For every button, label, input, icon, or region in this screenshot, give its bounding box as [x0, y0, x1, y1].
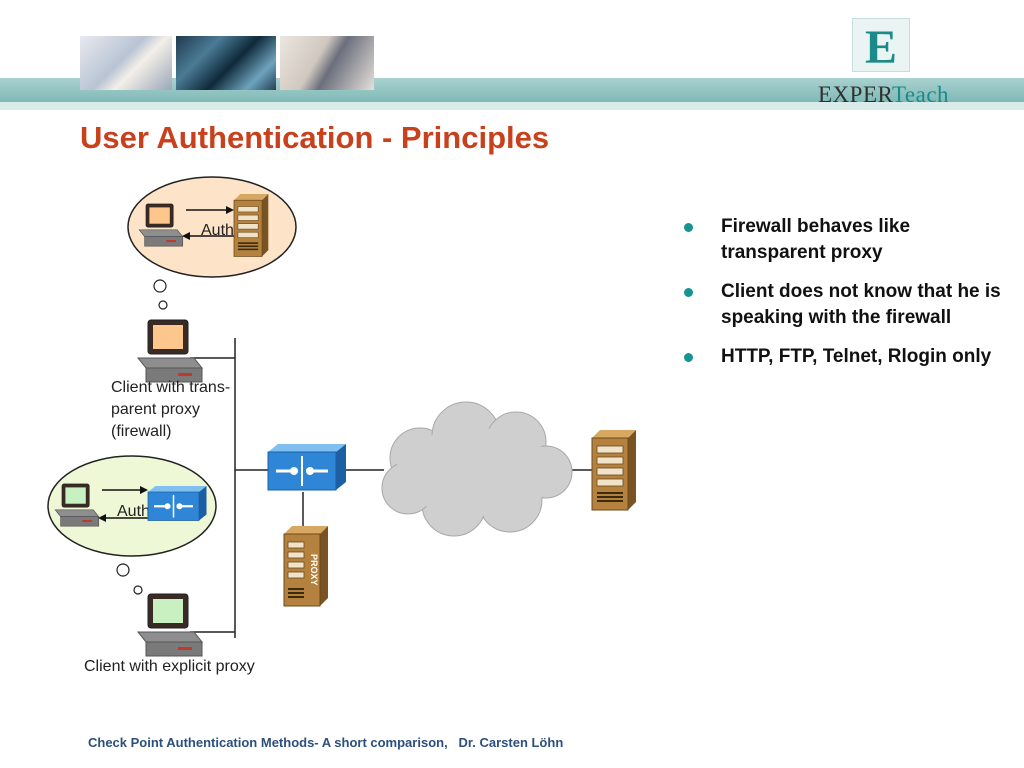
header-band-shadow	[0, 102, 1024, 110]
header-photo-team	[280, 36, 374, 90]
thought-dot-large	[153, 279, 167, 293]
thought-dot-large-2	[116, 563, 130, 577]
header-photo-hands	[80, 36, 172, 90]
web-server-icon	[591, 429, 637, 511]
arrow-auth-head-2	[98, 514, 106, 522]
bubble-pc-icon-2	[54, 483, 100, 527]
bullet-list: Firewall behaves like transparent proxy …	[684, 214, 1004, 383]
thought-bubble-explicit	[47, 455, 217, 557]
client-explicit-pc-icon	[137, 593, 203, 657]
client-transparent-label-2: parent proxy	[111, 401, 200, 418]
client-transparent-label: Client with trans-	[111, 379, 230, 396]
thought-dot-small	[158, 300, 168, 310]
client-transparent-label-3: (firewall)	[111, 423, 171, 440]
bubble-server-icon	[233, 193, 269, 257]
slide-title: User Authentication - Principles	[80, 120, 550, 155]
logo-wordmark: EXPERTeach	[818, 82, 950, 107]
bubble-pc-icon	[138, 203, 184, 247]
logo-monogram: E	[852, 18, 910, 74]
bubble-firewall-icon	[146, 484, 208, 522]
auth-label-top: Auth	[201, 222, 234, 239]
auth-label-bottom: Auth	[117, 503, 150, 520]
proxy-server-label: PROXY	[309, 554, 319, 586]
bullet-dot-icon	[684, 288, 693, 297]
firewall-icon	[266, 442, 348, 492]
bullet-item: Firewall behaves like transparent proxy	[684, 214, 1004, 266]
arrow-auth-head	[182, 232, 190, 240]
client-explicit-label: Client with explicit proxy	[84, 658, 255, 675]
arrow-request-head	[226, 206, 234, 214]
svg-text:E: E	[865, 21, 897, 71]
bullet-item: HTTP, FTP, Telnet, Rlogin only	[684, 344, 1004, 370]
arrow-request-head-2	[140, 486, 148, 494]
thought-dot-small-2	[133, 585, 143, 595]
proxy-server-icon: PROXY	[283, 526, 328, 607]
bullet-dot-icon	[684, 223, 693, 232]
internet-cloud-icon	[381, 401, 573, 537]
bullet-dot-icon	[684, 353, 693, 362]
slide-footer: Check Point Authentication Methods- A sh…	[88, 735, 564, 750]
header-photo-cables	[176, 36, 276, 90]
client-transparent-pc-icon	[137, 319, 203, 383]
bullet-item: Client does not know that he is speaking…	[684, 279, 1004, 331]
